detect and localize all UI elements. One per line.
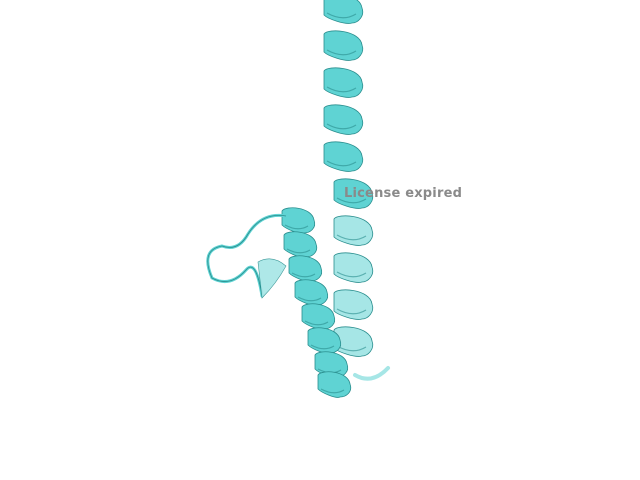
short-helix-turn	[294, 279, 329, 306]
long-helix-turn-shade	[326, 49, 357, 56]
long-helix-turn-shade	[326, 123, 357, 130]
long-helix-turn-shade	[326, 86, 357, 93]
long-helix-tail	[353, 366, 390, 381]
long-helix-turn	[333, 215, 374, 246]
short-strand	[257, 258, 287, 299]
short-helix-turn-shade	[291, 272, 316, 278]
long-helix-turn	[323, 67, 364, 98]
long-helix-turn	[333, 252, 374, 283]
short-helix-turn	[281, 207, 316, 234]
short-helix-turn-shade	[304, 320, 329, 326]
short-helix-turn	[317, 371, 352, 398]
long-helix-turn-shade	[326, 160, 357, 167]
short-helix-turn	[283, 231, 318, 258]
short-helix-turn-shade	[284, 224, 309, 230]
short-helix-turn	[288, 255, 323, 282]
long-helix-turn	[323, 30, 364, 61]
long-helix-turn	[323, 104, 364, 135]
short-helix-turn-shade	[297, 296, 322, 302]
long-helix-turn-shade	[336, 234, 367, 241]
loop-coil-outline	[207, 215, 287, 297]
long-helix-turn-shade	[326, 12, 357, 19]
license-watermark: License expired	[344, 186, 463, 201]
long-helix-turn-shade	[336, 197, 367, 204]
short-helix-turn-shade	[286, 248, 311, 254]
short-helix-turn-shade	[310, 344, 335, 350]
short-helix-turn-shade	[320, 388, 345, 394]
long-helix-turn	[333, 289, 374, 320]
short-helix-turn	[301, 303, 336, 330]
long-helix-turn	[323, 0, 364, 24]
long-helix-turn	[323, 141, 364, 172]
long-helix-turn-shade	[336, 271, 367, 278]
long-helix-turn-shade	[336, 308, 367, 315]
